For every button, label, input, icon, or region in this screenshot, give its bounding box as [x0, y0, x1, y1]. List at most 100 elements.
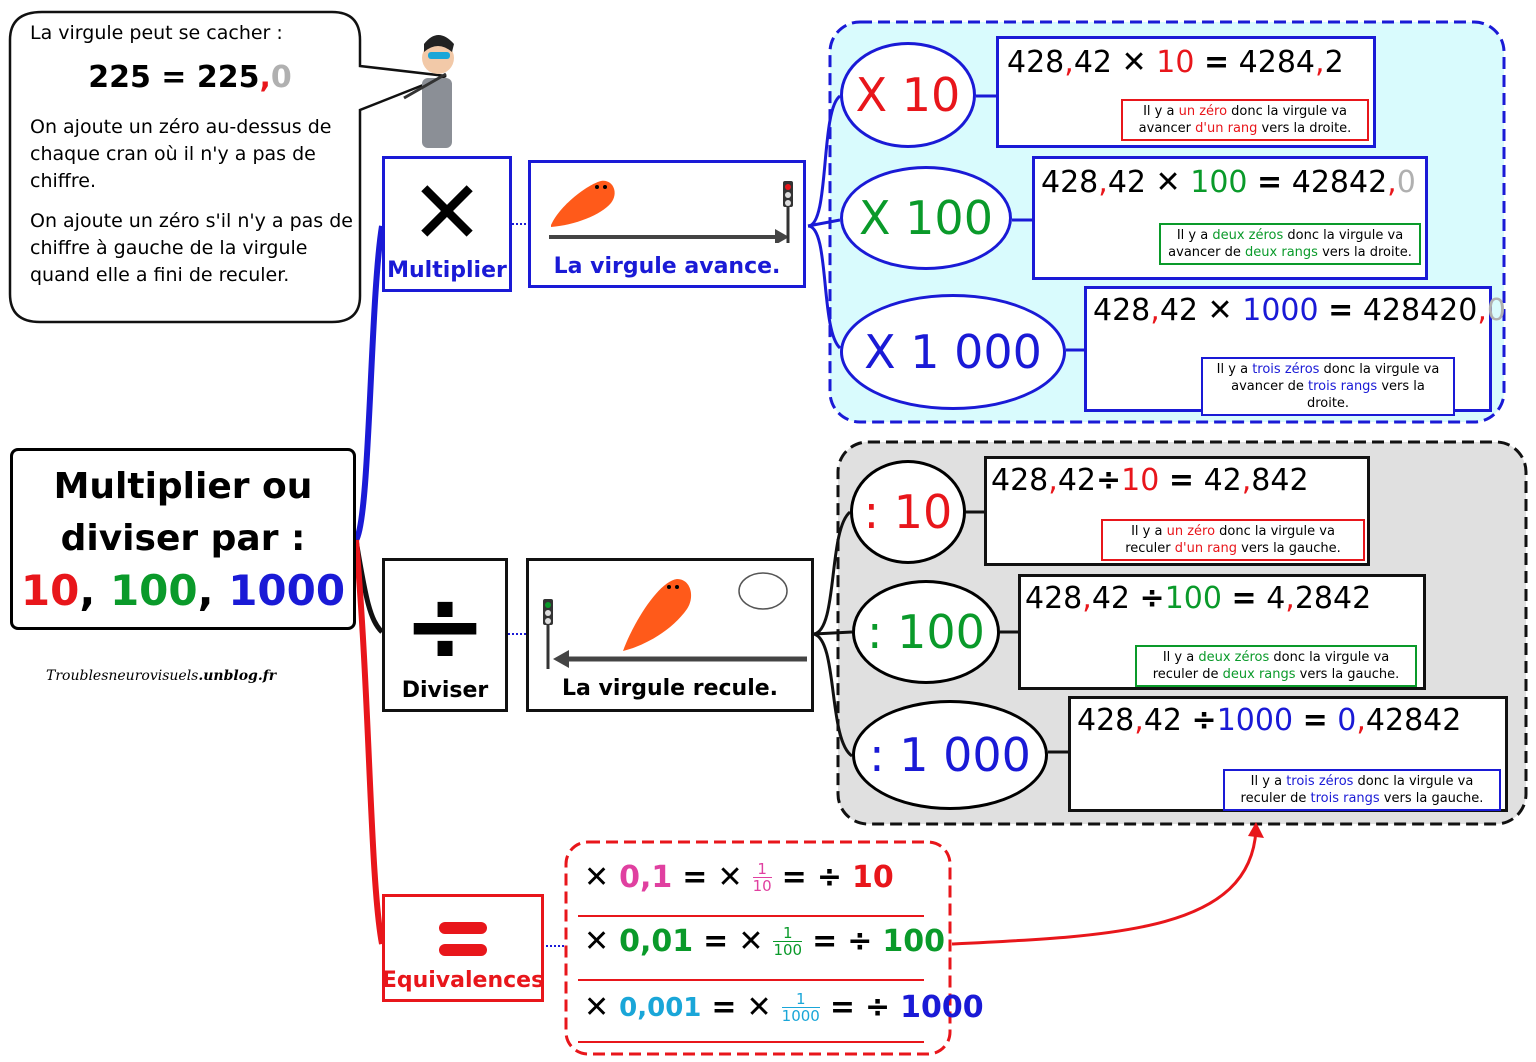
op-times-1000: X 1 000: [840, 294, 1066, 410]
multiply-example-2: 428,42 ✕ 100 = 42842,0 Il y a deux zéros…: [1032, 156, 1428, 280]
d2-a: 428: [1025, 581, 1083, 616]
multiply-caption: La virgule avance.: [553, 254, 781, 279]
eq3-eq-2: =: [829, 990, 855, 1025]
m3-n: 1000: [1242, 293, 1319, 328]
d3-op: ÷: [1191, 703, 1217, 738]
d2-r1: 4: [1266, 581, 1286, 616]
d1-note-hl2: d'un rang: [1174, 541, 1237, 556]
d2-rcomma: ,: [1285, 581, 1295, 616]
title-line-1: Multiplier ou: [53, 466, 313, 507]
equivalences-node[interactable]: Equivalences: [382, 894, 544, 1002]
bubble-paragraph-2: On ajoute un zéro s'il n'y a pas de chif…: [30, 210, 353, 286]
multiply-example-1: 428,42 ✕ 10 = 4284,2 Il y a un zéro donc…: [996, 36, 1376, 148]
eq1-times-2: ✕: [717, 860, 743, 895]
m1-eq: =: [1203, 45, 1230, 80]
m2-rcomma: ,: [1387, 165, 1397, 200]
equivalence-panel: [564, 840, 952, 1056]
m1-r1: 4284: [1238, 45, 1316, 80]
m1-rcomma: ,: [1315, 45, 1325, 80]
divide-node[interactable]: ÷ Diviser: [382, 558, 508, 712]
d2-n: 100: [1164, 581, 1222, 616]
comma-backward-arrow: [543, 572, 807, 669]
d1-note: Il y a un zéro donc la virgule va recule…: [1101, 519, 1365, 561]
m2-note-pre: Il y a: [1176, 228, 1213, 243]
bubble-eq-zero: 0: [270, 60, 292, 95]
m3-comma: ,: [1150, 293, 1160, 328]
eq1-n: 10: [851, 860, 894, 895]
m1-note-pre: Il y a: [1143, 104, 1179, 119]
bubble-title: La virgule peut se cacher :: [30, 22, 283, 44]
m2-n: 100: [1190, 165, 1248, 200]
d2-eq: =: [1231, 581, 1257, 616]
divide-caption: La virgule recule.: [561, 676, 779, 701]
m2-rzero: 0: [1396, 165, 1416, 200]
divide-example-2: 428,42 ÷100 = 4,2842 Il y a deux zéros d…: [1018, 574, 1426, 690]
eq3-num: 1: [795, 990, 806, 1008]
m2-note-hl: deux zéros: [1212, 228, 1284, 243]
m3-eq: =: [1328, 293, 1354, 328]
d1-n: 10: [1121, 463, 1160, 498]
m3-note-pre: Il y a: [1216, 362, 1253, 377]
m2-note-post: vers la droite.: [1317, 245, 1412, 260]
op-times-100: X 100: [840, 166, 1012, 270]
title-100: 100: [109, 566, 198, 615]
title-10: 10: [20, 566, 80, 615]
multiply-arrow-box: La virgule avance.: [528, 160, 806, 288]
d2-note-hl: deux zéros: [1198, 650, 1270, 665]
d2-b: 42: [1091, 581, 1130, 616]
d1-rcomma: ,: [1241, 463, 1252, 498]
m2-eq: =: [1257, 165, 1283, 200]
title-line-2: diviser par :: [60, 518, 306, 559]
d1-note-mid: donc la virgule va reculer: [1125, 524, 1335, 556]
divide-icon: ÷: [403, 567, 487, 684]
eq1-den: 10: [752, 877, 772, 895]
m2-comma: ,: [1098, 165, 1108, 200]
d2-r2: 2842: [1294, 581, 1372, 616]
d3-note-post: vers la gauche.: [1379, 791, 1484, 806]
op-div-10: : 10: [850, 460, 966, 564]
m1-note-hl: un zéro: [1178, 104, 1228, 119]
m3-op: ✕: [1207, 293, 1233, 328]
d3-note-pre: Il y a: [1250, 774, 1287, 789]
m2-b: 42: [1107, 165, 1146, 200]
bubble-equation: 225 = 225,0: [40, 60, 340, 95]
eq2-decimal: 0,01: [619, 924, 694, 959]
m3-rcomma: ,: [1477, 293, 1487, 328]
op-div-1000: : 1 000: [852, 700, 1048, 810]
d3-b: 42: [1143, 703, 1182, 738]
d1-r1: 42: [1203, 463, 1242, 498]
divide-example-3: 428,42 ÷1000 = 0,42842 Il y a trois zéro…: [1068, 696, 1508, 812]
eq1-div: ÷: [816, 860, 842, 895]
d1-comma: ,: [1048, 463, 1058, 498]
divide-label: Diviser: [401, 678, 489, 703]
watermark-suffix: .unblog.fr: [198, 668, 277, 684]
title-numbers: 10, 100, 1000: [13, 565, 353, 617]
eq2-times: ✕: [584, 924, 610, 959]
d3-note-hl: trois zéros: [1286, 774, 1354, 789]
d3-note-hl2: trois rangs: [1310, 791, 1380, 806]
d3-note-mid: donc la virgule va reculer de: [1240, 774, 1474, 806]
m2-note-mid: donc la virgule va avancer de: [1168, 228, 1404, 260]
eq1-num: 1: [757, 860, 767, 878]
title-1000: 1000: [228, 566, 346, 615]
d2-note-hl2: deux rangs: [1222, 667, 1296, 682]
m3-rzero: 0: [1486, 293, 1506, 328]
d1-note-hl: un zéro: [1166, 524, 1216, 539]
title-sep-2: ,: [197, 566, 229, 615]
eq2-num: 1: [783, 924, 793, 942]
d1-op: ÷: [1096, 463, 1122, 498]
multiply-node[interactable]: ✕ Multiplier: [382, 156, 512, 292]
d3-n: 1000: [1216, 703, 1294, 738]
d3-r0: 0: [1337, 703, 1357, 738]
eq3-eq: =: [711, 990, 737, 1025]
m2-a: 428: [1041, 165, 1099, 200]
eq3-times: ✕: [584, 990, 610, 1025]
m3-note: Il y a trois zéros donc la virgule va av…: [1201, 357, 1455, 416]
eq1-decimal: 0,1: [619, 860, 673, 895]
eq1-eq: =: [682, 860, 708, 895]
bubble-eq-comma: ,: [259, 60, 271, 95]
eq1-times: ✕: [584, 860, 610, 895]
m3-b: 42: [1159, 293, 1198, 328]
